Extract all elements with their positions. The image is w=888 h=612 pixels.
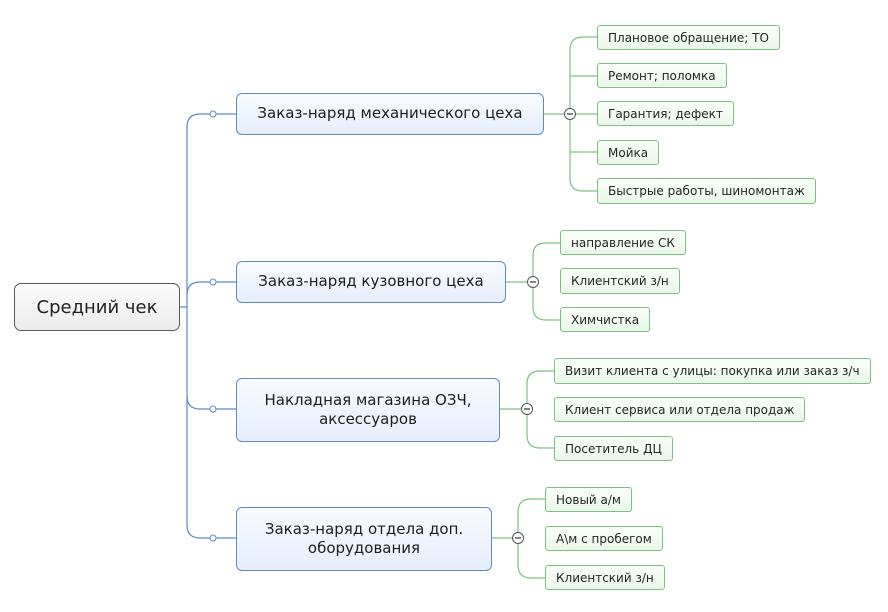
subtopic[interactable]: Гарантия; дефект [597,101,734,126]
connector-dot-icon [209,405,217,413]
subtopic-label: Клиентский з/н [556,570,654,585]
subtopic-label: Клиентский з/н [571,274,669,288]
branch-topic-bodyshop-order[interactable]: Заказ-наряд кузовного цеха [236,261,506,303]
root-topic-label: Средний чек [36,296,158,318]
connector-dot-icon [209,278,217,286]
branch-topic-mechanical-order[interactable]: Заказ-наряд механического цеха [236,93,544,135]
subtopic-label: Мойка [608,145,649,160]
subtopic[interactable]: Клиент сервиса или отдела продаж [554,397,806,422]
subtopic[interactable]: направление СК [560,230,686,255]
subtopic-label: направление СК [571,235,675,250]
subtopic-label: Гарантия; дефект [608,106,723,121]
branch-topic-label: Накладная магазина ОЗЧ, аксессуаров [264,390,472,429]
branch-topic-label: Заказ-наряд механического цеха [257,104,523,123]
subtopic-label: Визит клиента с улицы: покупка или заказ… [565,364,860,378]
subtopic[interactable]: Визит клиента с улицы: покупка или заказ… [554,358,871,384]
connector-dot-icon [209,534,217,542]
subtopic-label: Ремонт; поломка [608,68,716,83]
branch-topic-equipment-order[interactable]: Заказ-наряд отдела доп. оборудования [236,507,492,571]
minus-circle-icon[interactable] [521,403,533,415]
subtopic[interactable]: Плановое обращение; ТО [597,25,780,50]
subtopic[interactable]: А\м с пробегом [545,526,663,551]
subtopic-label: Новый а/м [556,492,621,507]
subtopic[interactable]: Ремонт; поломка [597,63,727,88]
minus-circle-icon[interactable] [512,532,524,544]
subtopic[interactable]: Клиентский з/н [545,565,665,590]
branch-topic-label: Заказ-наряд отдела доп. оборудования [264,519,464,558]
branch-topic-label: Заказ-наряд кузовного цеха [258,272,484,291]
subtopic-label: Клиент сервиса или отдела продаж [565,402,795,417]
subtopic[interactable]: Химчистка [560,307,651,332]
branch-topic-parts-invoice[interactable]: Накладная магазина ОЗЧ, аксессуаров [236,378,500,442]
minus-circle-icon[interactable] [527,276,539,288]
subtopic-label: Быстрые работы, шиномонтаж [608,184,805,198]
subtopic-label: Химчистка [571,312,640,327]
connector-dot-icon [209,110,217,118]
subtopic[interactable]: Клиентский з/н [560,268,680,294]
root-topic[interactable]: Средний чек [14,283,180,331]
subtopic-label: Посетитель ДЦ [565,441,662,456]
subtopic[interactable]: Новый а/м [545,487,632,512]
subtopic-label: А\м с пробегом [556,531,652,546]
minus-circle-icon[interactable] [564,108,576,120]
subtopic[interactable]: Быстрые работы, шиномонтаж [597,178,816,204]
subtopic-label: Плановое обращение; ТО [608,30,769,45]
subtopic[interactable]: Мойка [597,140,660,165]
subtopic[interactable]: Посетитель ДЦ [554,436,673,461]
